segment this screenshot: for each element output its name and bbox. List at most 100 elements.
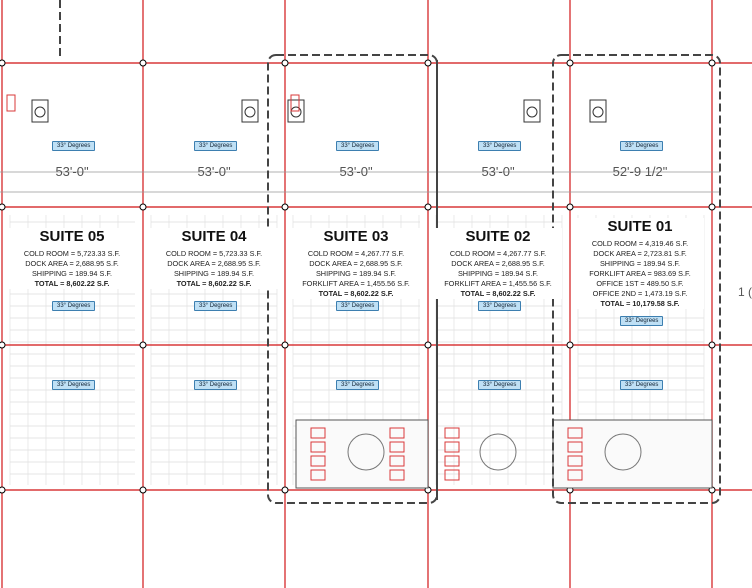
- temperature-badge: 33° Degrees: [52, 380, 96, 390]
- dock-leveler: [287, 99, 305, 123]
- forklift-icon: [444, 469, 460, 481]
- area-line: OFFICE 2ND = 1,473.19 S.F.: [592, 289, 688, 298]
- column-node: [424, 59, 432, 67]
- total-area: TOTAL = 8,602.22 S.F.: [176, 279, 252, 288]
- temperature-badge: 33° Degrees: [620, 316, 664, 326]
- area-line: DOCK AREA = 2,688.95 S.F.: [451, 259, 545, 268]
- column-node: [139, 203, 147, 211]
- total-area: TOTAL = 8,602.22 S.F.: [460, 289, 536, 298]
- forklift-icon: [567, 469, 583, 481]
- column-node: [566, 341, 574, 349]
- column-node: [708, 341, 716, 349]
- column-node: [0, 486, 6, 494]
- column-node: [424, 203, 432, 211]
- column-node: [139, 59, 147, 67]
- temperature-badge: 33° Degrees: [478, 141, 522, 151]
- column-node: [281, 486, 289, 494]
- suite-label-2: SUITE 02 COLD ROOM = 4,267.77 S.F.DOCK AR…: [434, 228, 562, 299]
- dock-leveler-icon: [526, 106, 538, 118]
- area-line: SHIPPING = 189.94 S.F.: [457, 269, 539, 278]
- column-node: [0, 341, 6, 349]
- temperature-badge: 33° Degrees: [478, 301, 522, 311]
- column-node: [0, 203, 6, 211]
- suite-title: SUITE 01: [607, 218, 673, 235]
- forklift-icon: [444, 441, 460, 453]
- total-area: TOTAL = 10,179.58 S.F.: [600, 299, 680, 308]
- temperature-badge: 33° Degrees: [478, 380, 522, 390]
- forklift-icon: [310, 441, 326, 453]
- column-node: [566, 203, 574, 211]
- dock-leveler: [523, 99, 541, 123]
- column-node: [281, 59, 289, 67]
- suite-title: SUITE 05: [39, 228, 105, 245]
- edge-label: 1 (: [738, 285, 752, 299]
- forklift-icon: [310, 427, 326, 439]
- turning-radius: [604, 433, 642, 471]
- temperature-badge: 33° Degrees: [194, 301, 238, 311]
- forklift-area: [552, 419, 713, 489]
- column-node: [424, 341, 432, 349]
- forklift-icon: [389, 469, 405, 481]
- forklift-icon: [567, 427, 583, 439]
- dimension-label: 53'-0": [197, 164, 231, 179]
- dock-leveler: [31, 99, 49, 123]
- column-node: [139, 341, 147, 349]
- area-line: COLD ROOM = 5,723.33 S.F.: [23, 249, 121, 258]
- suite-title: SUITE 02: [465, 228, 531, 245]
- forklift-icon: [310, 469, 326, 481]
- area-line: DOCK AREA = 2,688.95 S.F.: [309, 259, 403, 268]
- area-line: DOCK AREA = 2,688.95 S.F.: [167, 259, 261, 268]
- column-node: [281, 203, 289, 211]
- suite-title: SUITE 04: [181, 228, 247, 245]
- area-line: SHIPPING = 189.94 S.F.: [599, 259, 681, 268]
- dimension-label: 52'-9 1/2": [612, 164, 668, 179]
- dock-leveler-icon: [592, 106, 604, 118]
- forklift-icon: [389, 427, 405, 439]
- forklift-icon: [6, 94, 16, 112]
- column-node: [708, 203, 716, 211]
- temperature-badge: 33° Degrees: [194, 380, 238, 390]
- suite-title: SUITE 03: [323, 228, 389, 245]
- total-area: TOTAL = 8,602.22 S.F.: [34, 279, 110, 288]
- forklift-icon: [567, 441, 583, 453]
- turning-radius: [479, 433, 517, 471]
- suite-label-3: SUITE 03 COLD ROOM = 4,267.77 S.F.DOCK AR…: [292, 228, 420, 299]
- forklift-icon: [310, 455, 326, 467]
- area-line: COLD ROOM = 4,319.46 S.F.: [591, 239, 689, 248]
- temperature-badge: 33° Degrees: [336, 141, 380, 151]
- temperature-badge: 33° Degrees: [336, 380, 380, 390]
- temperature-badge: 33° Degrees: [52, 301, 96, 311]
- forklift-icon: [389, 441, 405, 453]
- dock-leveler-icon: [290, 106, 302, 118]
- suite-label-1: SUITE 01 COLD ROOM = 4,319.46 S.F.DOCK AR…: [576, 218, 704, 309]
- dock-leveler-icon: [244, 106, 256, 118]
- area-line: DOCK AREA = 2,723.81 S.F.: [593, 249, 687, 258]
- dimension-label: 53'-0": [481, 164, 515, 179]
- column-node: [281, 341, 289, 349]
- turning-radius: [347, 433, 385, 471]
- area-line: SHIPPING = 189.94 S.F.: [31, 269, 113, 278]
- dimension-label: 53'-0": [339, 164, 373, 179]
- column-node: [708, 59, 716, 67]
- forklift-icon: [567, 455, 583, 467]
- forklift-icon: [290, 94, 300, 112]
- area-line: FORKLIFT AREA = 983.69 S.F.: [589, 269, 691, 278]
- area-line: COLD ROOM = 4,267.77 S.F.: [449, 249, 547, 258]
- forklift-icon: [389, 455, 405, 467]
- dock-leveler-icon: [34, 106, 46, 118]
- area-line: COLD ROOM = 4,267.77 S.F.: [307, 249, 405, 258]
- dimension-label: 53'-0": [55, 164, 89, 179]
- area-line: FORKLIFT AREA = 1,455.56 S.F.: [302, 279, 410, 288]
- forklift-area: [295, 419, 429, 489]
- temperature-badge: 33° Degrees: [52, 141, 96, 151]
- column-node: [0, 59, 6, 67]
- temperature-badge: 33° Degrees: [620, 380, 664, 390]
- total-area: TOTAL = 8,602.22 S.F.: [318, 289, 394, 298]
- forklift-icon: [444, 427, 460, 439]
- area-line: SHIPPING = 189.94 S.F.: [173, 269, 255, 278]
- temperature-badge: 33° Degrees: [336, 301, 380, 311]
- area-line: OFFICE 1ST = 489.50 S.F.: [596, 279, 684, 288]
- column-node: [566, 59, 574, 67]
